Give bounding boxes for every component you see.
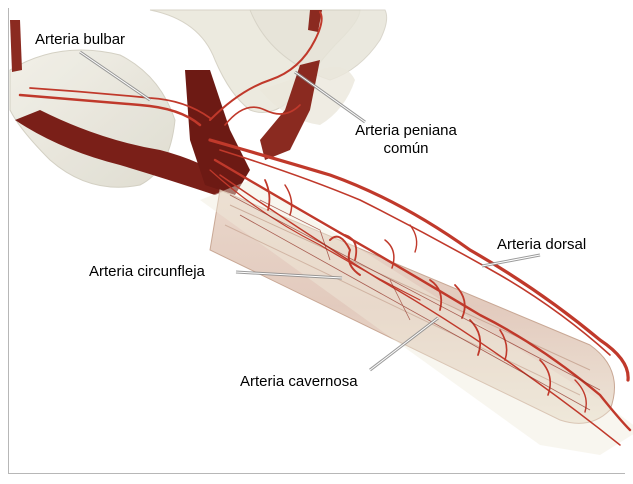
penile-shaft: [200, 180, 633, 455]
label-arteria-peniana-comun: Arteria peniana común: [331, 122, 481, 158]
label-arteria-dorsal: Arteria dorsal: [497, 236, 586, 254]
label-arteria-circunfleja: Arteria circunfleja: [89, 263, 205, 281]
label-arteria-peniana-line2: común: [331, 140, 481, 158]
label-arteria-cavernosa: Arteria cavernosa: [240, 373, 358, 391]
label-arteria-peniana-line1: Arteria peniana: [331, 122, 481, 140]
label-arteria-bulbar: Arteria bulbar: [35, 31, 125, 49]
